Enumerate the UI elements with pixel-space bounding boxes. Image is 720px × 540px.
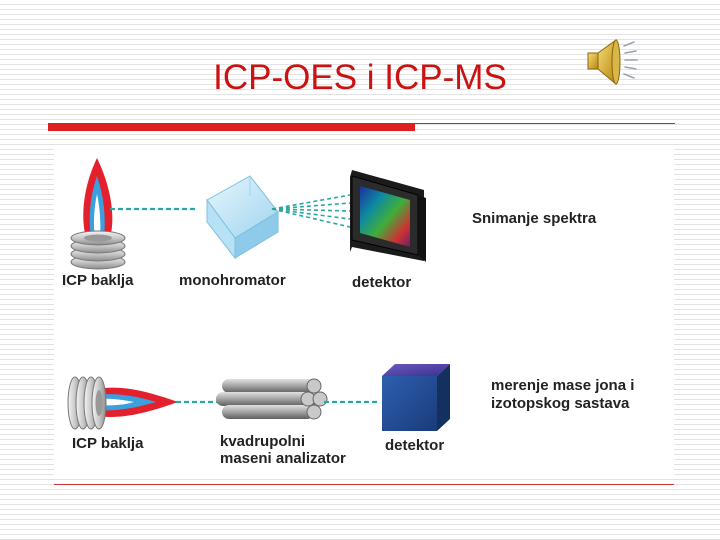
ms-torch-label: ICP baklja xyxy=(72,435,144,452)
icp-torch-oes xyxy=(70,158,126,270)
ms-analyzer-label-line2: maseni analizator xyxy=(220,450,346,467)
ms-detector xyxy=(382,364,450,431)
oes-detector-label: detektor xyxy=(352,274,412,291)
ms-description-line1: merenje mase jona i xyxy=(491,377,635,394)
slide-title: ICP-OES i ICP-MS xyxy=(213,58,507,97)
ms-description-line2: izotopskog sastava xyxy=(491,395,630,412)
oes-description: Snimanje spektra xyxy=(472,210,597,227)
monochromator-prism xyxy=(206,175,279,260)
oes-monochromator-label: monohromator xyxy=(179,272,286,289)
quadrupole-analyzer xyxy=(216,378,328,420)
ms-detector-label: detektor xyxy=(385,437,445,454)
oes-detector xyxy=(350,170,426,262)
icp-torch-ms xyxy=(67,376,178,430)
speaker-icon[interactable] xyxy=(584,36,640,88)
title-underline-accent xyxy=(48,123,415,131)
oes-torch-label: ICP baklja xyxy=(62,272,134,289)
bottom-divider xyxy=(54,484,674,485)
title-underline-thin xyxy=(415,123,675,124)
ms-analyzer-label-line1: kvadrupolni xyxy=(220,433,306,450)
